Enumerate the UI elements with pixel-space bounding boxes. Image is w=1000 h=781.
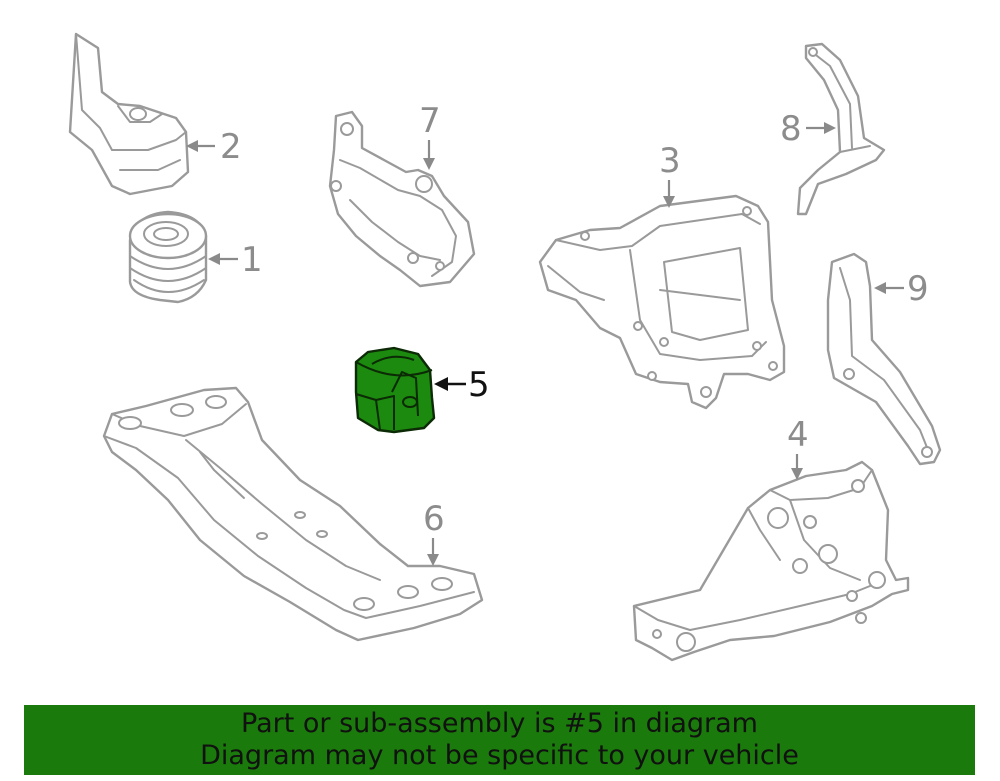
callout-4-leader <box>791 454 803 480</box>
part-5-highlighted-mount <box>354 346 436 434</box>
callout-1-leader <box>208 253 238 265</box>
part-1-rubber-mount <box>128 210 208 304</box>
part-4-engine-bracket <box>632 460 910 662</box>
part-2-mount-bracket <box>68 32 190 196</box>
callout-9-leader <box>874 282 904 294</box>
callout-9: 9 <box>907 269 929 309</box>
info-banner: Part or sub-assembly is #5 in diagram Di… <box>24 705 975 775</box>
part-9-arm-bracket <box>826 252 942 466</box>
parts-diagram: 2 1 7 8 <box>68 32 942 662</box>
callout-5: 5 <box>468 365 490 405</box>
banner-line-1: Part or sub-assembly is #5 in diagram <box>241 708 758 739</box>
callout-8-leader <box>806 122 836 134</box>
callout-5-leader <box>434 377 466 391</box>
part-3-transmission-bracket <box>538 194 786 410</box>
callout-3: 3 <box>659 141 681 181</box>
banner-line-2: Diagram may not be specific to your vehi… <box>200 740 799 771</box>
callout-7: 7 <box>419 101 441 141</box>
callout-7-leader <box>423 140 435 170</box>
part-6-crossmember <box>102 386 484 642</box>
callout-2-leader <box>186 140 215 152</box>
callout-3-leader <box>663 180 675 208</box>
callout-1: 1 <box>241 240 263 280</box>
part-8-bracket <box>796 42 886 216</box>
callout-2: 2 <box>220 127 242 167</box>
callout-8: 8 <box>780 109 802 149</box>
part-7-bracket <box>328 110 476 288</box>
callout-6-leader <box>427 538 439 566</box>
callout-4: 4 <box>787 415 809 455</box>
callout-6: 6 <box>423 499 445 539</box>
